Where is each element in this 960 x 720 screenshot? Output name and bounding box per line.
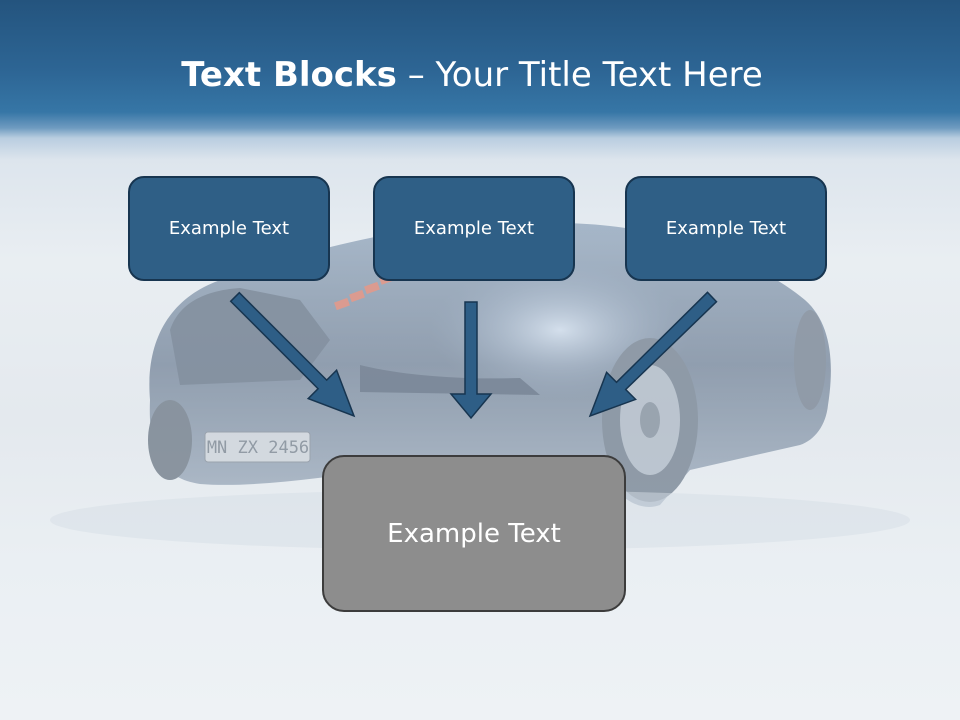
license-plate-text: MN ZX 2456 (207, 438, 309, 458)
title-rest: Your Title Text Here (435, 55, 763, 95)
result-text-block[interactable]: Example Text (322, 455, 626, 612)
text-block-1-label: Example Text (168, 218, 290, 239)
text-block-2[interactable]: Example Text (373, 176, 575, 281)
title-dash: – (396, 55, 436, 95)
arrow-left (229, 291, 356, 418)
slide-title: Text Blocks – Your Title Text Here (0, 52, 944, 98)
arrow-center (449, 301, 493, 420)
text-block-3-label: Example Text (665, 218, 787, 239)
arrow-right (588, 291, 718, 418)
text-block-1[interactable]: Example Text (128, 176, 330, 281)
text-block-3[interactable]: Example Text (625, 176, 827, 281)
text-block-2-label: Example Text (413, 218, 535, 239)
result-text-block-label: Example Text (387, 518, 561, 549)
title-bold: Text Blocks (181, 55, 397, 95)
